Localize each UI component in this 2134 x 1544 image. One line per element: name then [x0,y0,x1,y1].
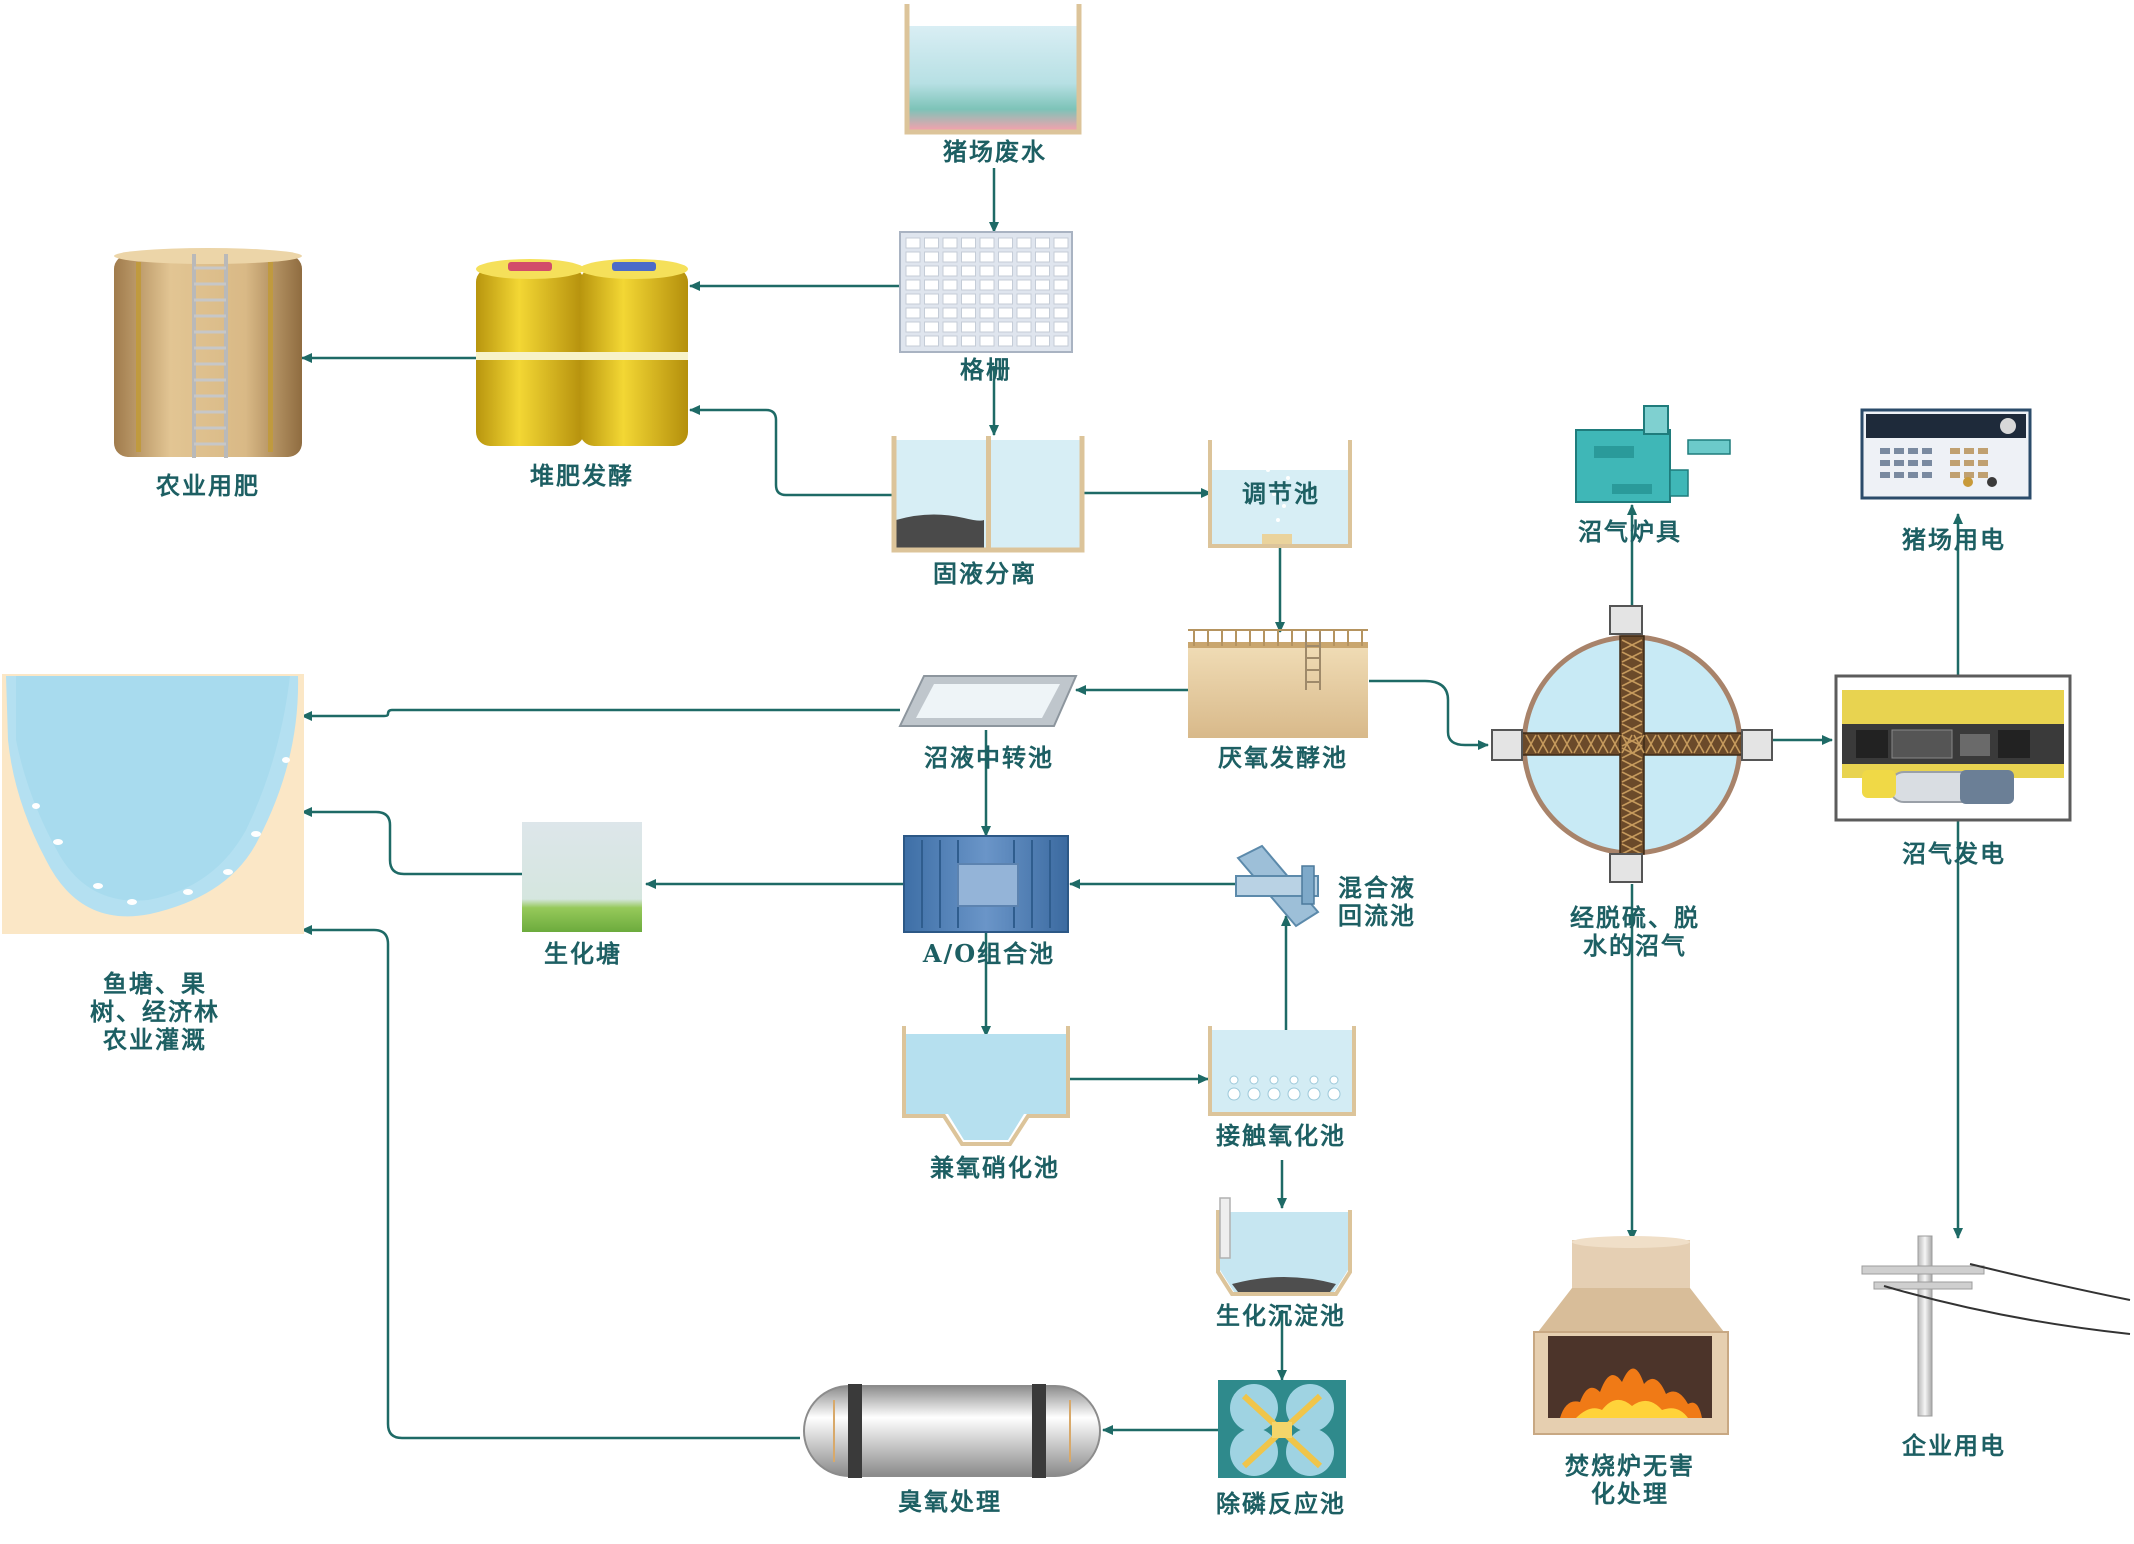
label-agri-fertilizer: 农业用肥 [156,471,260,500]
label-contact-oxidation-tank: 接触氧化池 [1216,1121,1346,1150]
separation-tank-icon [891,436,1085,553]
ao-tank-icon [903,835,1069,933]
label-biogas-transfer-tank: 沼液中转池 [924,743,1054,772]
fishpond-icon [2,674,304,934]
arrow-transfer-to-fishpond [301,708,900,721]
label-biogas-stove: 沼气炉具 [1578,517,1682,546]
label-incinerator: 焚烧炉无害 化处理 [1565,1451,1695,1508]
arrow-anaerobic-to-biogas [1369,679,1489,750]
label-compost-fermentation: 堆肥发酵 [530,461,634,490]
label-enterprise-power: 企业用电 [1902,1431,2006,1460]
label-grille: 格栅 [960,355,1012,384]
incinerator-icon [1533,1236,1729,1435]
facultative-tank-icon [902,1026,1070,1146]
contact-oxidation-tank-icon [1208,1026,1356,1116]
ozone-tank-icon [803,1384,1101,1478]
power-meter-icon [1860,408,2032,500]
label-bio-sedimentation-tank: 生化沉淀池 [1216,1301,1346,1330]
transfer-tank-icon [898,675,1078,727]
label-fishpond-irrigation: 鱼塘、果 树、经济林 农业灌溉 [90,969,220,1054]
label-biogas-power: 沼气发电 [1902,839,2006,868]
arrow-ozone-to-fishpond [301,925,800,1440]
label-regulating-tank: 调节池 [1242,479,1320,508]
wastewater-tank-icon [904,4,1082,135]
connectors [301,168,1963,1440]
label-bio-pond: 生化塘 [544,939,622,968]
label-mixed-reflux-tank: 混合液 回流池 [1338,873,1416,930]
utility-pole-icon [1861,1235,2131,1417]
arrow-separation-to-compost [689,405,896,497]
label-facultative-tank: 兼氧硝化池 [930,1153,1060,1182]
label-ao-tank: A/O组合池 [922,939,1056,968]
biogas-storage-icon [1491,605,1773,883]
anaerobic-tank-icon [1188,629,1368,738]
label-desulfurized-biogas: 经脱硫、脱 水的沼气 [1570,903,1700,960]
arrow-biopond-to-fishpond [301,807,522,876]
label-ozone-treatment: 臭氧处理 [898,1487,1002,1516]
fertilizer-silo-icon [114,248,302,458]
reflux-pump-icon [1235,844,1320,928]
biogas-stove-icon [1575,405,1731,503]
regulating-tank-icon [1208,440,1352,548]
label-pig-wastewater: 猪场废水 [943,137,1047,166]
label-solid-liquid-separation: 固液分离 [933,559,1037,588]
generator-icon [1834,674,2072,822]
bio-pond-icon [522,822,642,932]
dephosphorization-tank-icon [1218,1380,1346,1478]
compost-tanks-icon [476,259,688,446]
grille-icon [899,231,1073,353]
sedimentation-tank-icon [1216,1197,1352,1296]
label-anaerobic-tank: 厌氧发酵池 [1218,743,1348,772]
label-dephosphorization-tank: 除磷反应池 [1216,1489,1346,1518]
label-pig-farm-power: 猪场用电 [1902,525,2006,554]
